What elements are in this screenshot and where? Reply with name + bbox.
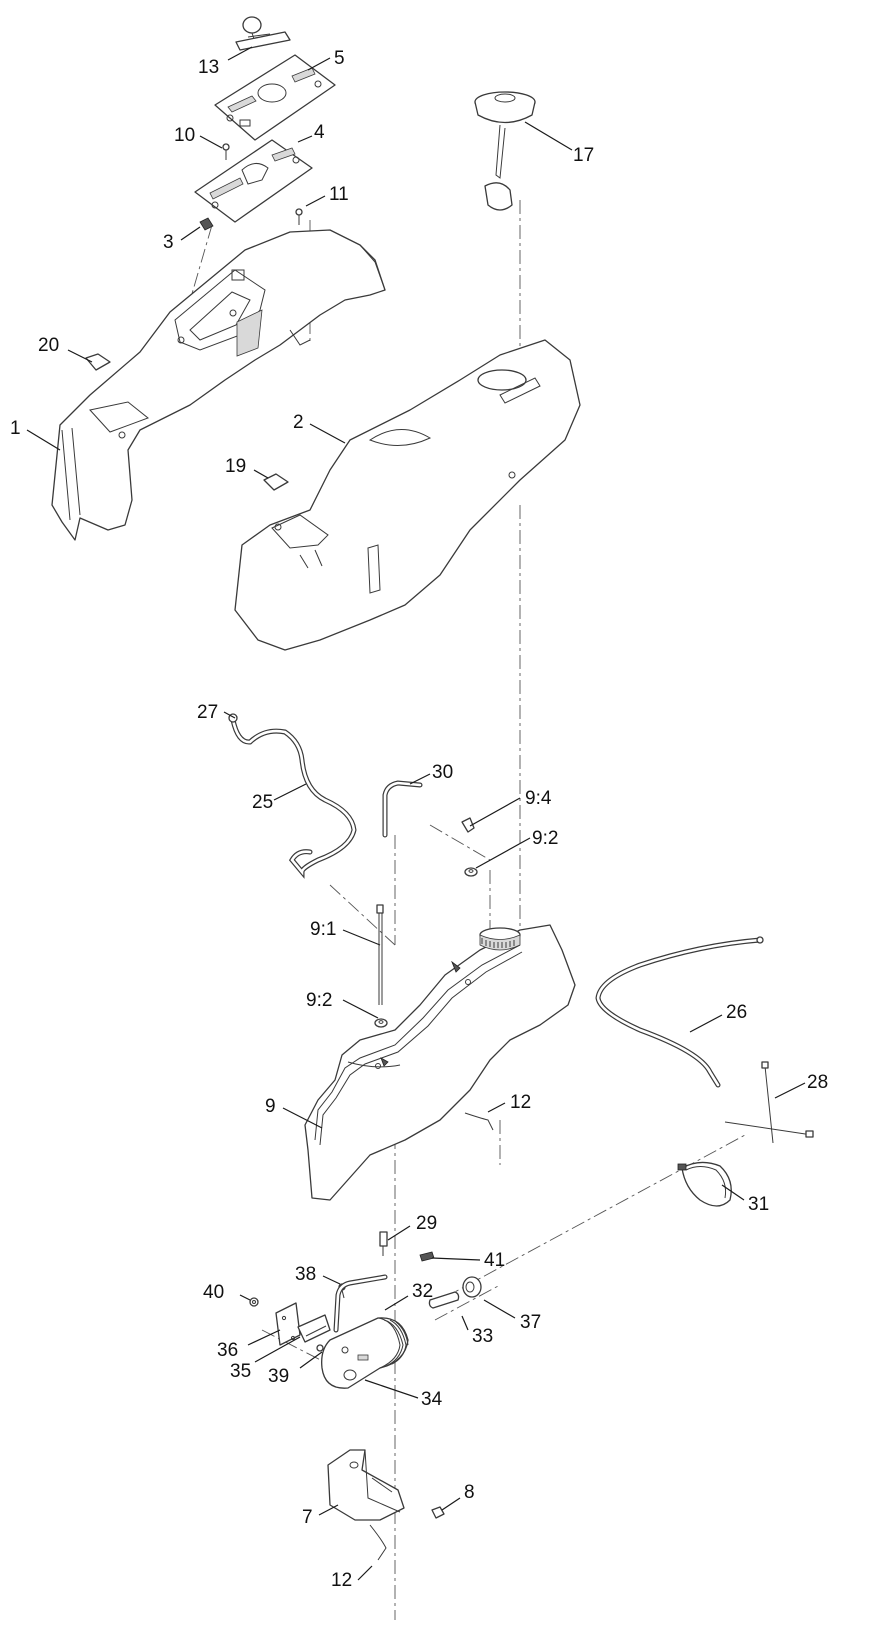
part-9-fuel-tank (304, 924, 576, 1201)
callout-37: 37 (520, 1312, 541, 1333)
part-2-hood-cover (234, 339, 581, 651)
callout-41: 41 (484, 1250, 505, 1271)
callout-12-upper: 12 (510, 1092, 531, 1113)
part-26-fuel-line (595, 936, 764, 1088)
callout-20: 20 (38, 335, 59, 356)
callout-9: 9 (265, 1096, 276, 1117)
part-4-console-plate (194, 139, 313, 223)
part-34-canister (321, 1317, 409, 1389)
part-32-tube (333, 1274, 388, 1333)
callout-19: 19 (225, 456, 246, 477)
callout-8: 8 (464, 1482, 475, 1503)
part-29-fitting (379, 1231, 388, 1256)
fasteners-10-11-3 (199, 143, 303, 231)
callout-28: 28 (807, 1072, 828, 1093)
callout-38: 38 (295, 1264, 316, 1285)
part-30-vent-tube (382, 780, 423, 838)
part-8-nut (431, 1506, 445, 1519)
callout-5: 5 (334, 48, 345, 69)
part-36-35-39-bracket (275, 1302, 331, 1352)
callout-10: 10 (174, 125, 195, 146)
callout-2: 2 (293, 412, 304, 433)
part-5-decal-plate (214, 54, 336, 141)
part-31-hose-clamp (677, 1161, 732, 1207)
part-7-mounting-bracket (327, 1449, 405, 1521)
parts-41-38-40 (249, 1251, 435, 1307)
callout-11: 11 (329, 184, 349, 205)
callout-9-2-lower: 9:2 (306, 990, 332, 1011)
callout-36: 36 (217, 1340, 238, 1361)
part-33-37-sleeve-cap (428, 1276, 482, 1309)
part-12-clip-lower (369, 1524, 387, 1561)
part-13-shift-knob (235, 16, 291, 51)
part-1-console-cover (51, 229, 386, 541)
callout-25: 25 (252, 792, 273, 813)
callout-13: 13 (198, 57, 219, 78)
callout-3: 3 (163, 232, 174, 253)
callout-4: 4 (314, 122, 325, 143)
callout-7: 7 (302, 1507, 313, 1528)
part-25-hose (228, 713, 357, 879)
callout-labels: 13 5 4 10 11 3 17 20 1 2 19 27 25 30 9:4… (10, 48, 828, 1591)
part-9-fittings (374, 817, 478, 1028)
callout-35: 35 (230, 1361, 251, 1382)
part-12-clip-upper (464, 1112, 494, 1131)
leader-lines (26, 46, 806, 1581)
callout-9-4: 9:4 (525, 788, 552, 809)
callout-32: 32 (412, 1281, 433, 1302)
callout-33: 33 (472, 1326, 493, 1347)
part-20-19-plugs (85, 353, 289, 491)
callout-27: 27 (197, 702, 218, 723)
callout-29: 29 (416, 1213, 437, 1234)
callout-40: 40 (203, 1282, 224, 1303)
callout-12-lower: 12 (331, 1570, 352, 1591)
callout-30: 30 (432, 762, 453, 783)
callout-31: 31 (748, 1194, 769, 1215)
callout-17: 17 (573, 145, 594, 166)
callout-1: 1 (10, 418, 21, 439)
part-28-cable-ties (724, 1061, 814, 1144)
part-17-fuel-cap (474, 91, 536, 211)
callout-9-2-upper: 9:2 (532, 828, 558, 849)
callout-39: 39 (268, 1366, 289, 1387)
callout-26: 26 (726, 1002, 747, 1023)
callout-34: 34 (421, 1389, 443, 1410)
callout-9-1: 9:1 (310, 919, 336, 940)
